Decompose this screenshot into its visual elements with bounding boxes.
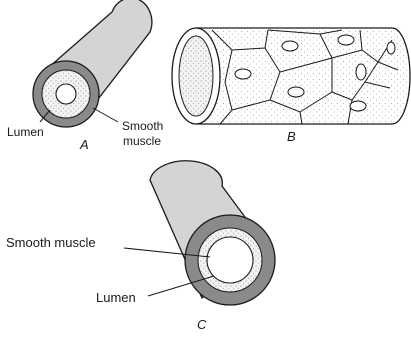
tube-c: [124, 161, 275, 305]
figure-a-label: A: [79, 137, 89, 152]
figure-c-label: C: [197, 317, 207, 332]
lumen-label-a: Lumen: [7, 125, 44, 139]
tube-b: [172, 28, 410, 124]
smooth-muscle-label-c: Smooth muscle: [6, 235, 96, 250]
smooth-muscle-label-a-line2: muscle: [123, 134, 161, 148]
tube-a: [33, 0, 152, 127]
figure-b-label: B: [287, 129, 296, 144]
lumen-label-c: Lumen: [96, 290, 136, 305]
smooth-muscle-label-a-line1: Smooth: [122, 119, 163, 133]
